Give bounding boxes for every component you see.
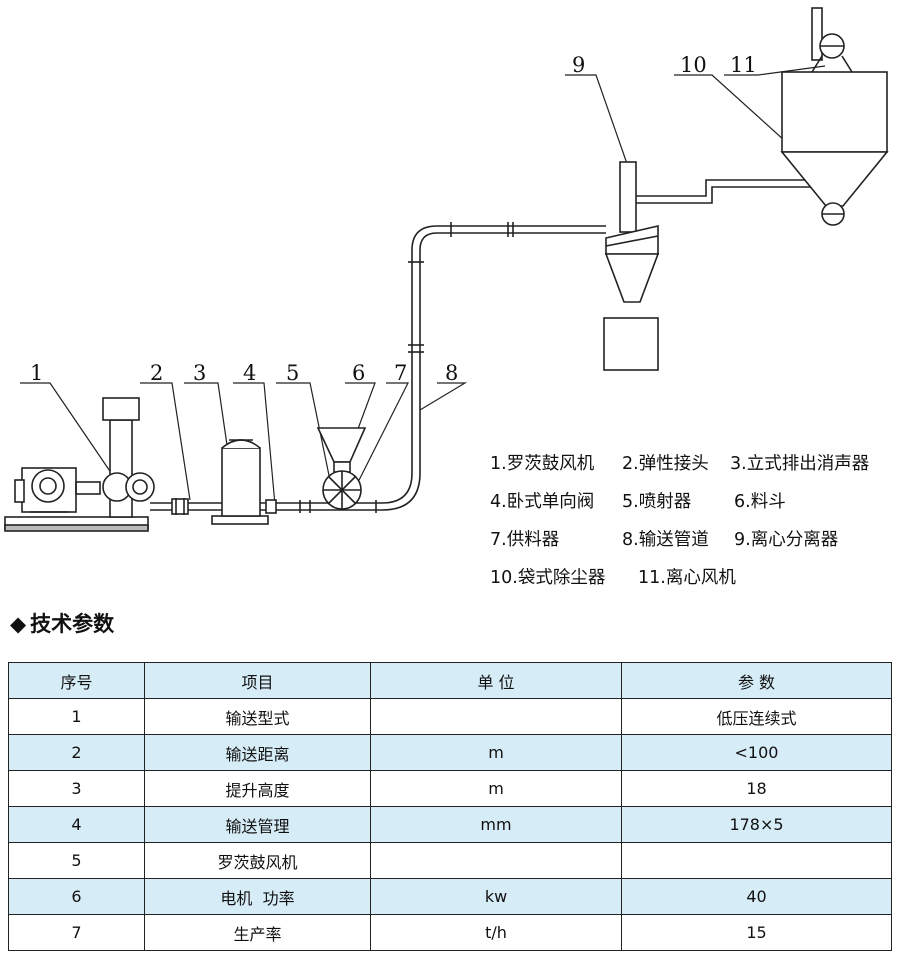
legend-item-9: 9.离心分离器 (734, 530, 839, 550)
callout-7: 7 (394, 361, 407, 385)
callout-1: 1 (30, 361, 43, 385)
legend-item-4: 4.卧式单向阀 (490, 492, 595, 512)
callout-2: 2 (150, 361, 163, 385)
cell-unit: kw (370, 878, 622, 915)
cell-index: 6 (8, 878, 145, 915)
cell-item: 罗茨鼓风机 (144, 842, 371, 879)
legend-item-7: 7.供料器 (490, 530, 560, 550)
cell-item: 提升高度 (144, 770, 371, 807)
table-row: 3 提升高度 m 18 (8, 770, 892, 807)
legend-item-3: 3.立式排出消声器 (730, 454, 870, 474)
cell-index: 4 (8, 806, 145, 843)
hopper-feeder (316, 427, 367, 510)
cell-value (621, 842, 892, 879)
legend-item-11: 11.离心风机 (638, 568, 736, 588)
header-item: 项目 (144, 662, 371, 699)
callout-5: 5 (286, 361, 299, 385)
roots-blower (4, 397, 155, 532)
section-title: ◆技术参数 (10, 608, 114, 638)
cell-item: 电机 功率 (144, 878, 371, 915)
cell-item: 输送型式 (144, 698, 371, 735)
table-row: 6 电机 功率 kw 40 (8, 878, 892, 915)
callout-9: 9 (572, 53, 585, 77)
callout-6: 6 (352, 361, 365, 385)
leader-lines (20, 65, 826, 509)
vertical-silencer (211, 439, 269, 525)
bag-filter (780, 7, 889, 226)
cell-item: 输送距离 (144, 734, 371, 771)
cell-unit: t/h (370, 914, 622, 951)
legend-item-2: 2.弹性接头 (622, 454, 709, 474)
cell-unit: m (370, 734, 622, 771)
section-title-text: 技术参数 (30, 612, 115, 636)
table-row: 1 输送型式 低压连续式 (8, 698, 892, 735)
table-row: 5 罗茨鼓风机 (8, 842, 892, 879)
header-value: 参 数 (621, 662, 892, 699)
table-header-row: 序号 项目 单 位 参 数 (8, 662, 892, 699)
cell-item: 生产率 (144, 914, 371, 951)
cell-index: 5 (8, 842, 145, 879)
callout-3: 3 (193, 361, 206, 385)
cell-value: 15 (621, 914, 892, 951)
callout-8: 8 (445, 361, 458, 385)
callout-labels: 1 2 3 4 5 6 7 8 9 10 11 (30, 53, 757, 385)
cell-index: 3 (8, 770, 145, 807)
cyclone-separator (603, 161, 830, 371)
table-row: 4 输送管理 mm 178×5 (8, 806, 892, 843)
cell-unit: m (370, 770, 622, 807)
cell-value: 低压连续式 (621, 698, 892, 735)
header-unit: 单 位 (370, 662, 622, 699)
callout-11: 11 (730, 53, 757, 77)
callout-10: 10 (680, 53, 707, 77)
cell-item: 输送管理 (144, 806, 371, 843)
legend-item-6: 6.料斗 (734, 492, 786, 512)
table-row: 7 生产率 t/h 15 (8, 914, 892, 951)
cell-value: 178×5 (621, 806, 892, 843)
cell-unit (370, 842, 622, 879)
header-index: 序号 (8, 662, 145, 699)
cell-value: 40 (621, 878, 892, 915)
conveying-pipe (381, 222, 606, 511)
cell-unit: mm (370, 806, 622, 843)
cell-value: 18 (621, 770, 892, 807)
legend-item-8: 8.输送管道 (622, 530, 709, 550)
legend-item-5: 5.喷射器 (622, 492, 692, 512)
pneumatic-conveying-diagram: 1 2 3 4 5 6 7 8 9 10 11 (4, 7, 889, 532)
technical-parameters-table: 序号 项目 单 位 参 数 1 输送型式 低压连续式 2 输送距离 m <100… (8, 662, 892, 951)
callout-4: 4 (243, 361, 256, 385)
legend-item-10: 10.袋式除尘器 (490, 568, 606, 588)
cell-value: <100 (621, 734, 892, 771)
table-row: 2 输送距离 m <100 (8, 734, 892, 771)
cell-index: 7 (8, 914, 145, 951)
cell-index: 2 (8, 734, 145, 771)
legend-item-1: 1.罗茨鼓风机 (490, 454, 595, 474)
diamond-icon: ◆ (10, 612, 27, 636)
cell-index: 1 (8, 698, 145, 735)
cell-unit (370, 698, 622, 735)
